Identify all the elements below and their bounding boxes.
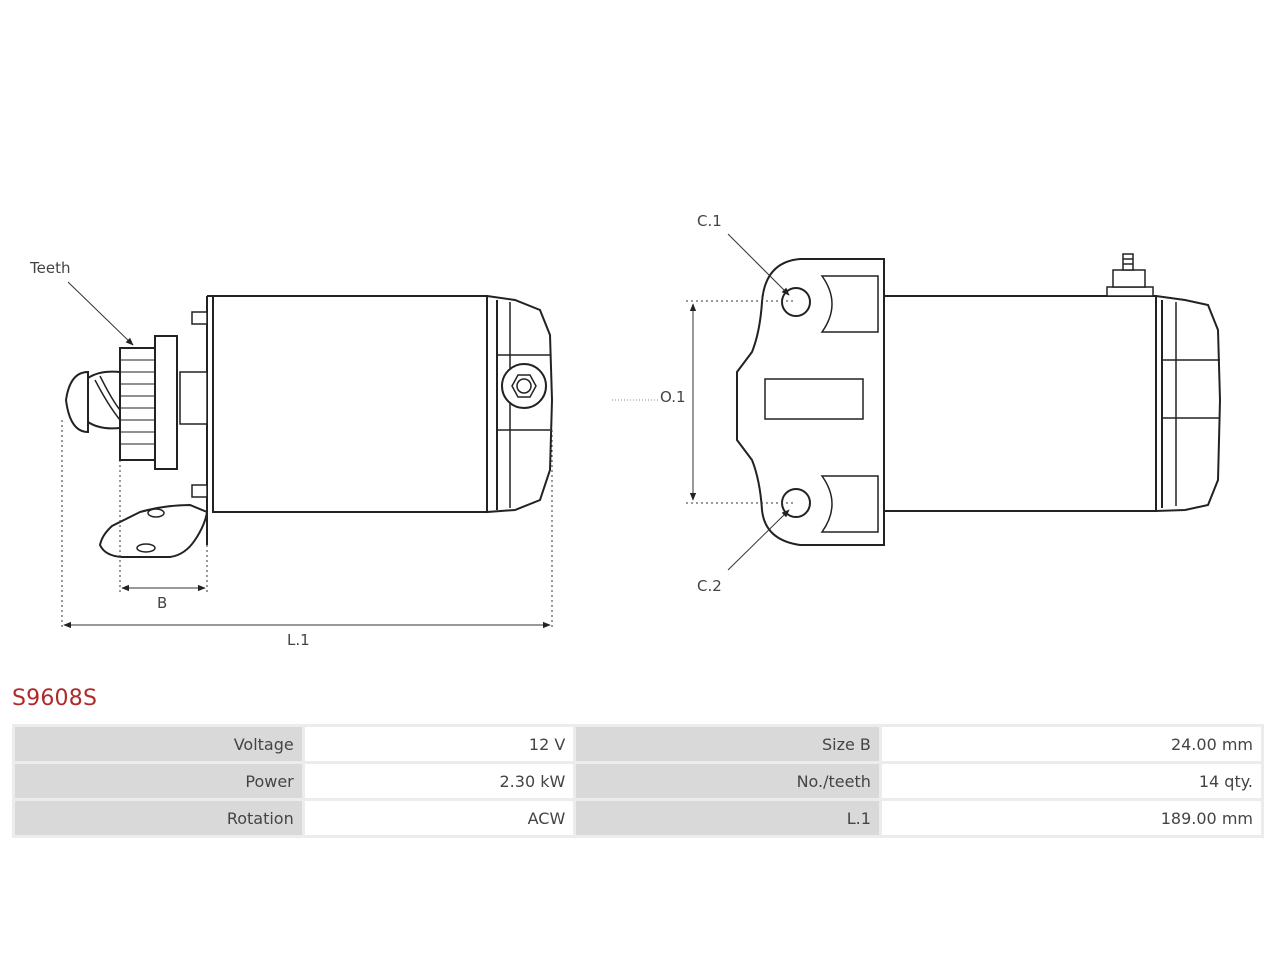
- mounting-bracket: [98, 503, 209, 558]
- spec-label: Power: [15, 764, 302, 798]
- c2-leader: [727, 509, 790, 571]
- dimension-l1-label: L.1: [287, 631, 310, 649]
- table-row: Rotation ACW L.1 189.00 mm: [15, 801, 1261, 835]
- table-row: Voltage 12 V Size B 24.00 mm: [15, 727, 1261, 761]
- dimension-b-label: B: [157, 594, 167, 612]
- side-view: [64, 294, 554, 558]
- center-slot: [764, 378, 864, 420]
- spec-label: L.1: [576, 801, 879, 835]
- end-cap-bolt: [501, 363, 547, 409]
- part-number: S9608S: [12, 686, 98, 711]
- front-end-cap: [1155, 294, 1222, 513]
- side-view-dimensions: [61, 281, 553, 630]
- front-motor-body: [883, 295, 1157, 512]
- spec-table: Voltage 12 V Size B 24.00 mm Power 2.30 …: [12, 724, 1264, 838]
- c1-label: C.1: [697, 212, 722, 230]
- spec-value: 2.30 kW: [304, 764, 574, 798]
- c1-leader: [727, 233, 790, 296]
- screw-end-cap: [64, 370, 89, 434]
- spec-label: Rotation: [15, 801, 302, 835]
- front-view: [736, 253, 1222, 546]
- mount-studs: [191, 311, 208, 498]
- front-view-dimensions: [612, 233, 796, 571]
- table-row: Power 2.30 kW No./teeth 14 qty.: [15, 764, 1261, 798]
- spec-value: 12 V: [304, 727, 574, 761]
- terminal-stud: [1106, 253, 1154, 297]
- starter-motor-technical-drawing: Teeth B L.1: [29, 212, 1222, 649]
- teeth-label: Teeth: [29, 259, 70, 277]
- upper-pocket: [820, 275, 879, 333]
- motor-body: [206, 294, 554, 545]
- spec-value: 24.00 mm: [881, 727, 1261, 761]
- spec-label: Voltage: [15, 727, 302, 761]
- c2-label: C.2: [697, 577, 722, 595]
- lower-pocket: [820, 475, 879, 533]
- pinion-gear: [119, 335, 178, 470]
- spec-value: 14 qty.: [881, 764, 1261, 798]
- dimension-o1-label: O.1: [660, 388, 686, 406]
- spec-label: No./teeth: [576, 764, 879, 798]
- spec-label: Size B: [576, 727, 879, 761]
- shaft: [179, 371, 208, 425]
- helix-screw: [87, 370, 121, 430]
- spec-value: ACW: [304, 801, 574, 835]
- spec-value: 189.00 mm: [881, 801, 1261, 835]
- teeth-leader: [67, 281, 134, 346]
